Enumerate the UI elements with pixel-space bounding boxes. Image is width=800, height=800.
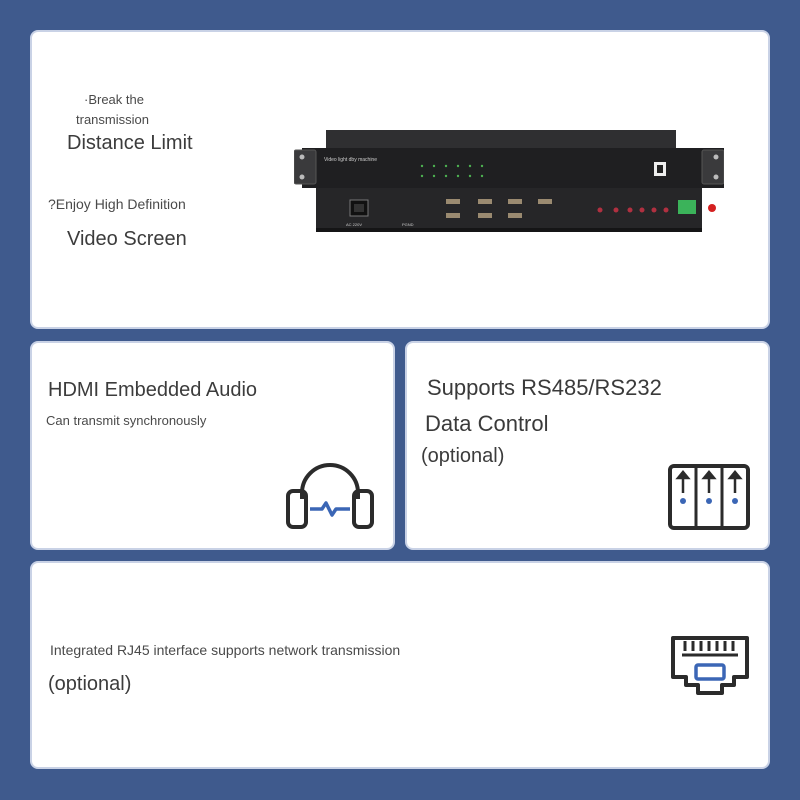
intro-card: ·Break the transmission Distance Limit ?… [30, 30, 770, 329]
gnd-label: PGND [402, 222, 414, 227]
data-control-card: Supports RS485/RS232 Data Control (optio… [405, 341, 770, 550]
data-control-line1: Supports RS485/RS232 [427, 375, 662, 400]
network-line1: Integrated RJ45 interface supports netwo… [50, 642, 401, 658]
video-screen-heading: Video Screen [67, 228, 187, 250]
distance-limit-heading: Distance Limit [67, 132, 193, 154]
break-line1: ·Break the [84, 92, 144, 107]
network-card: Integrated RJ45 interface supports netwo… [30, 561, 770, 769]
rj45-port-icon [671, 636, 749, 695]
network-optional: (optional) [48, 673, 132, 695]
audio-title: HDMI Embedded Audio [48, 379, 258, 401]
headphones-icon [286, 463, 374, 529]
enjoy-line: ?Enjoy High Definition [48, 196, 186, 212]
hdmi-audio-card: HDMI Embedded Audio Can transmit synchro… [30, 341, 395, 550]
break-line2: transmission [76, 112, 149, 127]
ac-label: AC 220V [346, 222, 362, 227]
device-label: Video light dby machine [324, 157, 377, 163]
audio-subtitle: Can transmit synchronously [46, 413, 207, 428]
data-control-line2: Data Control [425, 411, 549, 436]
data-ports-icon [668, 464, 750, 530]
data-control-optional: (optional) [421, 445, 505, 467]
optical-transceiver-device-image: Video light dby machine AC 220V PGND [294, 130, 724, 232]
